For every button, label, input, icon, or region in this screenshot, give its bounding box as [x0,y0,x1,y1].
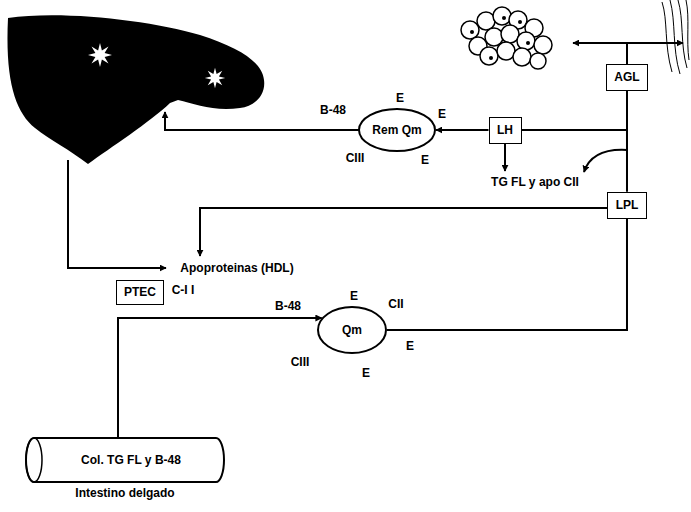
apoprotein-label: CIII [345,151,366,165]
adipocyte [530,53,546,69]
node-text: Qm [342,323,362,337]
muscle-fiber [686,0,689,60]
tube-outline [26,438,224,482]
enzyme-box: LH [489,117,522,144]
node-text: Rem Qm [372,123,421,137]
muscle-fibers [662,0,689,74]
enzyme-box: AGL [606,64,648,91]
liver [7,15,264,164]
apoprotein-label: E [395,91,405,105]
apoprotein-label: B-48 [274,299,302,313]
apoprotein-label: E [437,107,447,121]
node-text: AGL [614,70,639,84]
flow-connector [387,219,627,331]
tube-end [26,438,42,482]
apoprotein-label: E [405,339,415,353]
apoprotein-label: CIII [290,355,311,369]
node-text: PTEC [124,285,156,299]
adipocyte [461,21,479,39]
nucleus [502,16,506,20]
adipocyte [480,47,498,65]
muscle-fiber [662,2,672,72]
adipocyte [517,32,535,50]
adipocyte [477,12,495,30]
adipocyte [534,36,552,54]
muscle-fiber [678,0,687,68]
apoprotein-label: C-I I [171,283,196,297]
liver-star [205,68,225,88]
adipocyte [493,7,511,25]
nucleus [470,30,474,34]
adipocytes [461,7,552,69]
nucleus [489,56,493,60]
lpl-to-hdl-arrow [200,208,615,256]
hdl-label: Apoproteinas (HDL) [179,261,294,275]
node-text: LH [497,123,513,137]
nucleus [526,41,530,45]
liver-star [88,43,112,67]
protein-box: PTEC [116,280,163,305]
product-label: TG FL y apo CII [490,175,580,189]
remnant-ellipse: Rem Qm [358,108,436,152]
lh-release-arrow [504,140,506,171]
flow-connector [436,129,489,131]
apoprotein-label: CII [387,297,404,311]
flow-connector [118,318,322,437]
enzyme-box: LPL [607,192,647,219]
liver-to-hdl-arrow [68,160,166,268]
apoprotein-label: E [420,153,430,167]
ellipse-outline [318,307,386,353]
node-text: LPL [616,198,639,212]
node-caption: Intestino delgado [75,486,174,500]
chylomicron-ellipse: Qm [317,306,387,354]
muscle-fiber [670,0,680,74]
apoprotein-label: B-48 [319,103,347,117]
lpl-release-arrow [584,150,627,172]
nucleus [518,20,522,24]
ellipse-outline [359,109,435,151]
node-text: Col. TG FL y B-48 [81,453,181,467]
intestine-tube: Col. TG FL y B-48Intestino delgado [25,437,225,483]
adipocyte [513,48,531,66]
adipocyte-nuclei [470,16,530,60]
apoprotein-label: E [349,289,359,303]
apoprotein-label: E [361,366,371,380]
